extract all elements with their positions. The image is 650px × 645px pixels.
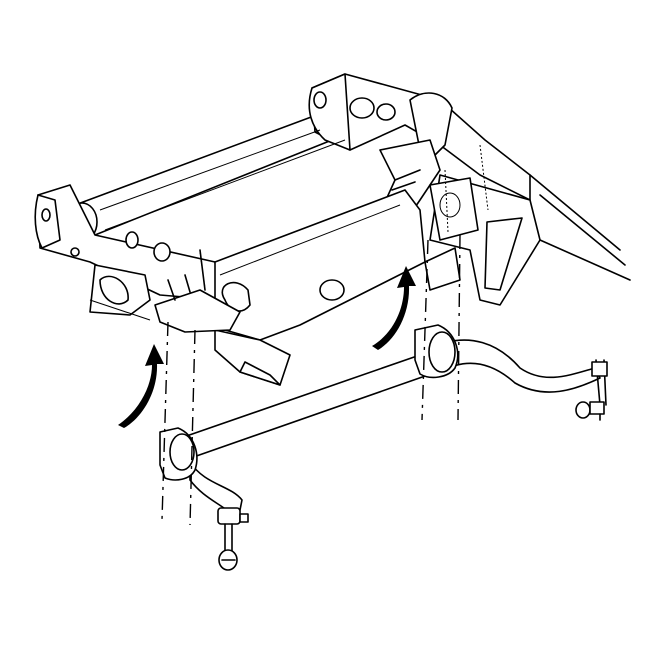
right-side-rail — [429, 174, 631, 306]
arrow-right — [372, 266, 416, 350]
left-spring-bracket — [89, 264, 151, 316]
main-crossmember — [214, 189, 461, 341]
link-left — [217, 507, 249, 571]
right-bracket-studs — [444, 144, 489, 233]
bushing-right — [414, 324, 459, 379]
bushing-left — [159, 427, 198, 481]
link-right — [575, 359, 608, 421]
alignment-lines — [161, 234, 461, 526]
lower-channel — [214, 329, 291, 386]
upper-crossmember-tube — [66, 109, 353, 242]
left-bushing-bracket — [154, 249, 241, 333]
arrow-left — [118, 344, 164, 428]
stabilizer-bar — [174, 339, 601, 521]
frame-detail-lines — [89, 129, 401, 321]
